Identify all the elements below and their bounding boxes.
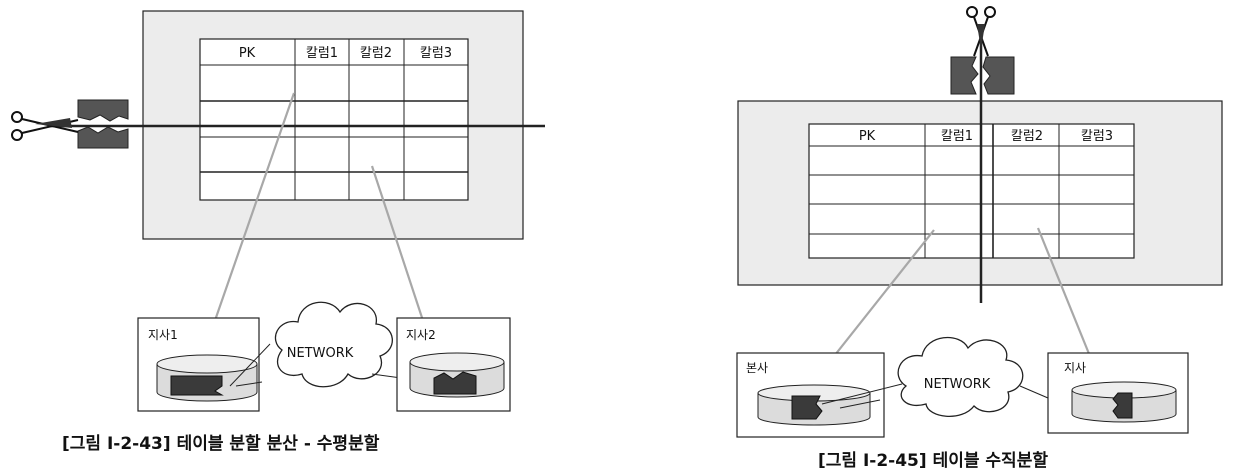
right-col-header-1: 칼럼1 — [941, 129, 973, 144]
left-table: PK 칼럼1 칼럼2 칼럼3 — [199, 38, 469, 201]
right-table: PK 칼럼1 칼럼2 칼럼3 — [808, 123, 1135, 259]
left-col-header-pk: PK — [239, 46, 256, 61]
left-site1-database-icon — [156, 354, 258, 402]
left-col-header-2: 칼럼2 — [360, 46, 392, 61]
right-arrow-to-branch — [1036, 227, 1100, 377]
right-figure-caption: [그림 Ⅰ-2-45] 테이블 수직분할 — [818, 451, 1048, 471]
right-hq-label: 본사 — [746, 361, 768, 375]
left-site2-label: 지사2 — [406, 328, 436, 342]
right-col-header-3: 칼럼3 — [1081, 129, 1113, 144]
left-site1-label: 지사1 — [148, 328, 178, 342]
right-link-hq-network-2 — [839, 399, 881, 409]
right-branch-label: 지사 — [1064, 361, 1086, 375]
left-link-site1-network-2 — [235, 381, 263, 387]
left-site2-database-icon — [409, 352, 505, 398]
left-network-cloud-icon: NETWORK — [274, 301, 393, 388]
right-figure: PK 칼럼1 칼럼2 칼럼3 본사 — [736, 6, 1223, 438]
right-link-hq-network — [821, 383, 903, 405]
right-torn-paper-icon — [950, 56, 1015, 95]
right-hq-database-icon — [757, 384, 871, 426]
right-branch-database-icon — [1071, 381, 1177, 423]
left-col-header-1: 칼럼1 — [306, 46, 338, 61]
right-network-cloud-icon: NETWORK — [897, 336, 1024, 418]
left-figure: PK 칼럼1 칼럼2 칼럼3 지사1 — [11, 10, 545, 412]
left-network-label: NETWORK — [287, 346, 354, 361]
right-col-header-2: 칼럼2 — [1011, 129, 1043, 144]
left-scissors-icon — [11, 111, 79, 141]
right-scissors-icon — [966, 6, 996, 57]
left-col-header-3: 칼럼3 — [420, 46, 452, 61]
left-torn-paper-icon — [77, 99, 129, 149]
left-arrow-to-site1 — [201, 92, 296, 356]
right-network-label: NETWORK — [924, 377, 991, 392]
left-figure-caption: [그림 Ⅰ-2-43] 테이블 분할 분산 - 수평분할 — [62, 434, 380, 454]
right-col-header-pk: PK — [859, 129, 876, 144]
left-link-site1-network — [229, 343, 271, 387]
